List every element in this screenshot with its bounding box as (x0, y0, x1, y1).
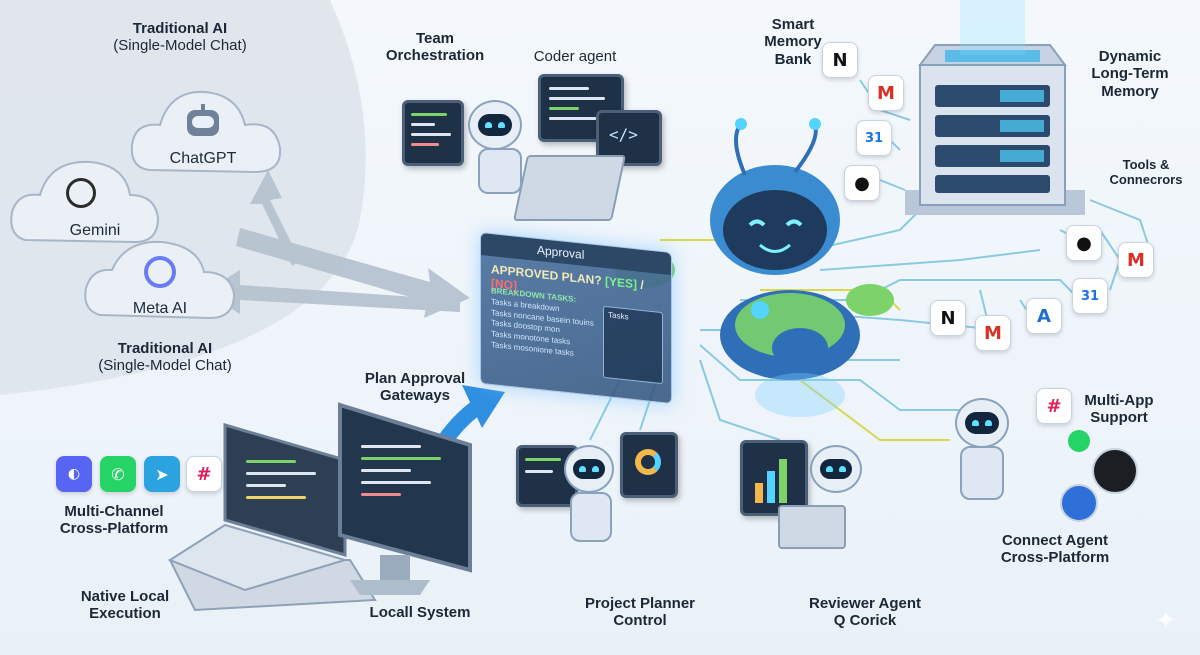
telegram-icon: ➤ (144, 456, 180, 492)
reviewer-laptop (778, 505, 846, 549)
planner-robot (564, 445, 614, 493)
coder-robot-body (478, 148, 522, 194)
monitor-code (355, 435, 455, 525)
gmail-icon: M (975, 315, 1011, 351)
reviewer-screen (740, 440, 808, 516)
github-icon: ● (1066, 225, 1102, 261)
slack-icon: # (1036, 388, 1072, 424)
traditional-ai-top-subtitle: (Single-Model Chat) (113, 37, 247, 55)
gemini-label: Gemini (69, 222, 121, 239)
github-icon: ● (844, 165, 880, 201)
laptop-code (240, 450, 330, 530)
donut-chart-icon (635, 449, 661, 475)
chatgpt-label: ChatGPT (169, 150, 237, 167)
clouds-group (10, 90, 282, 320)
meta-ai-label: Meta AI (132, 300, 188, 317)
tools-connectors-label: Tools &Connecrors (1109, 157, 1183, 187)
code-screen-1 (402, 100, 464, 166)
whatsapp-icon (1068, 430, 1090, 452)
whatsapp-icon: ✆ (100, 456, 136, 492)
notion-icon: N (930, 300, 966, 336)
sparkle-icon: ✦ (1155, 606, 1177, 636)
yes-option[interactable]: [YES] (605, 274, 638, 292)
github-icon (1092, 448, 1138, 494)
coder-laptop (512, 155, 627, 221)
google-calendar-icon: 31 (856, 120, 892, 156)
meta-ring-icon (144, 256, 176, 288)
traditional-ai-bottom-subtitle: (Single-Model Chat) (98, 357, 232, 375)
coder-robot (468, 100, 522, 150)
notion-icon: N (822, 42, 858, 78)
local-system-label: Locall System (369, 604, 471, 621)
openai-knot-icon (66, 178, 96, 208)
openai-icon (1060, 484, 1098, 522)
code-brackets-icon: </> (609, 125, 638, 144)
tasks-sidebar: Tasks (603, 305, 663, 385)
azure-icon: A (1026, 298, 1062, 334)
traditional-ai-bottom-title: Traditional AI (Single-Model Chat) (98, 340, 232, 375)
breakdown-tasks-list: BREAKDOWN TASKS: Tasks a breakdown Tasks… (491, 286, 594, 362)
approval-title: Approval (537, 242, 585, 262)
discord-icon: ◐ (56, 456, 92, 492)
gmail-icon: M (868, 75, 904, 111)
reviewer-robot (810, 445, 862, 493)
slack-icon: # (186, 456, 222, 492)
robot-icon (184, 104, 222, 138)
connect-agent-robot (955, 398, 1009, 448)
gmail-icon: M (1118, 242, 1154, 278)
connect-agent-body (960, 446, 1004, 500)
google-calendar-icon: 31 (1072, 278, 1108, 314)
planner-chart-screen (620, 432, 678, 498)
planner-robot-body (570, 492, 612, 542)
coder-agent-label: Coder agent (533, 48, 617, 65)
approval-panel[interactable]: Approval APPROVED PLAN? [YES] / [NO] BRE… (480, 231, 672, 405)
traditional-ai-top-title: Traditional AI (Single-Model Chat) (113, 20, 247, 55)
